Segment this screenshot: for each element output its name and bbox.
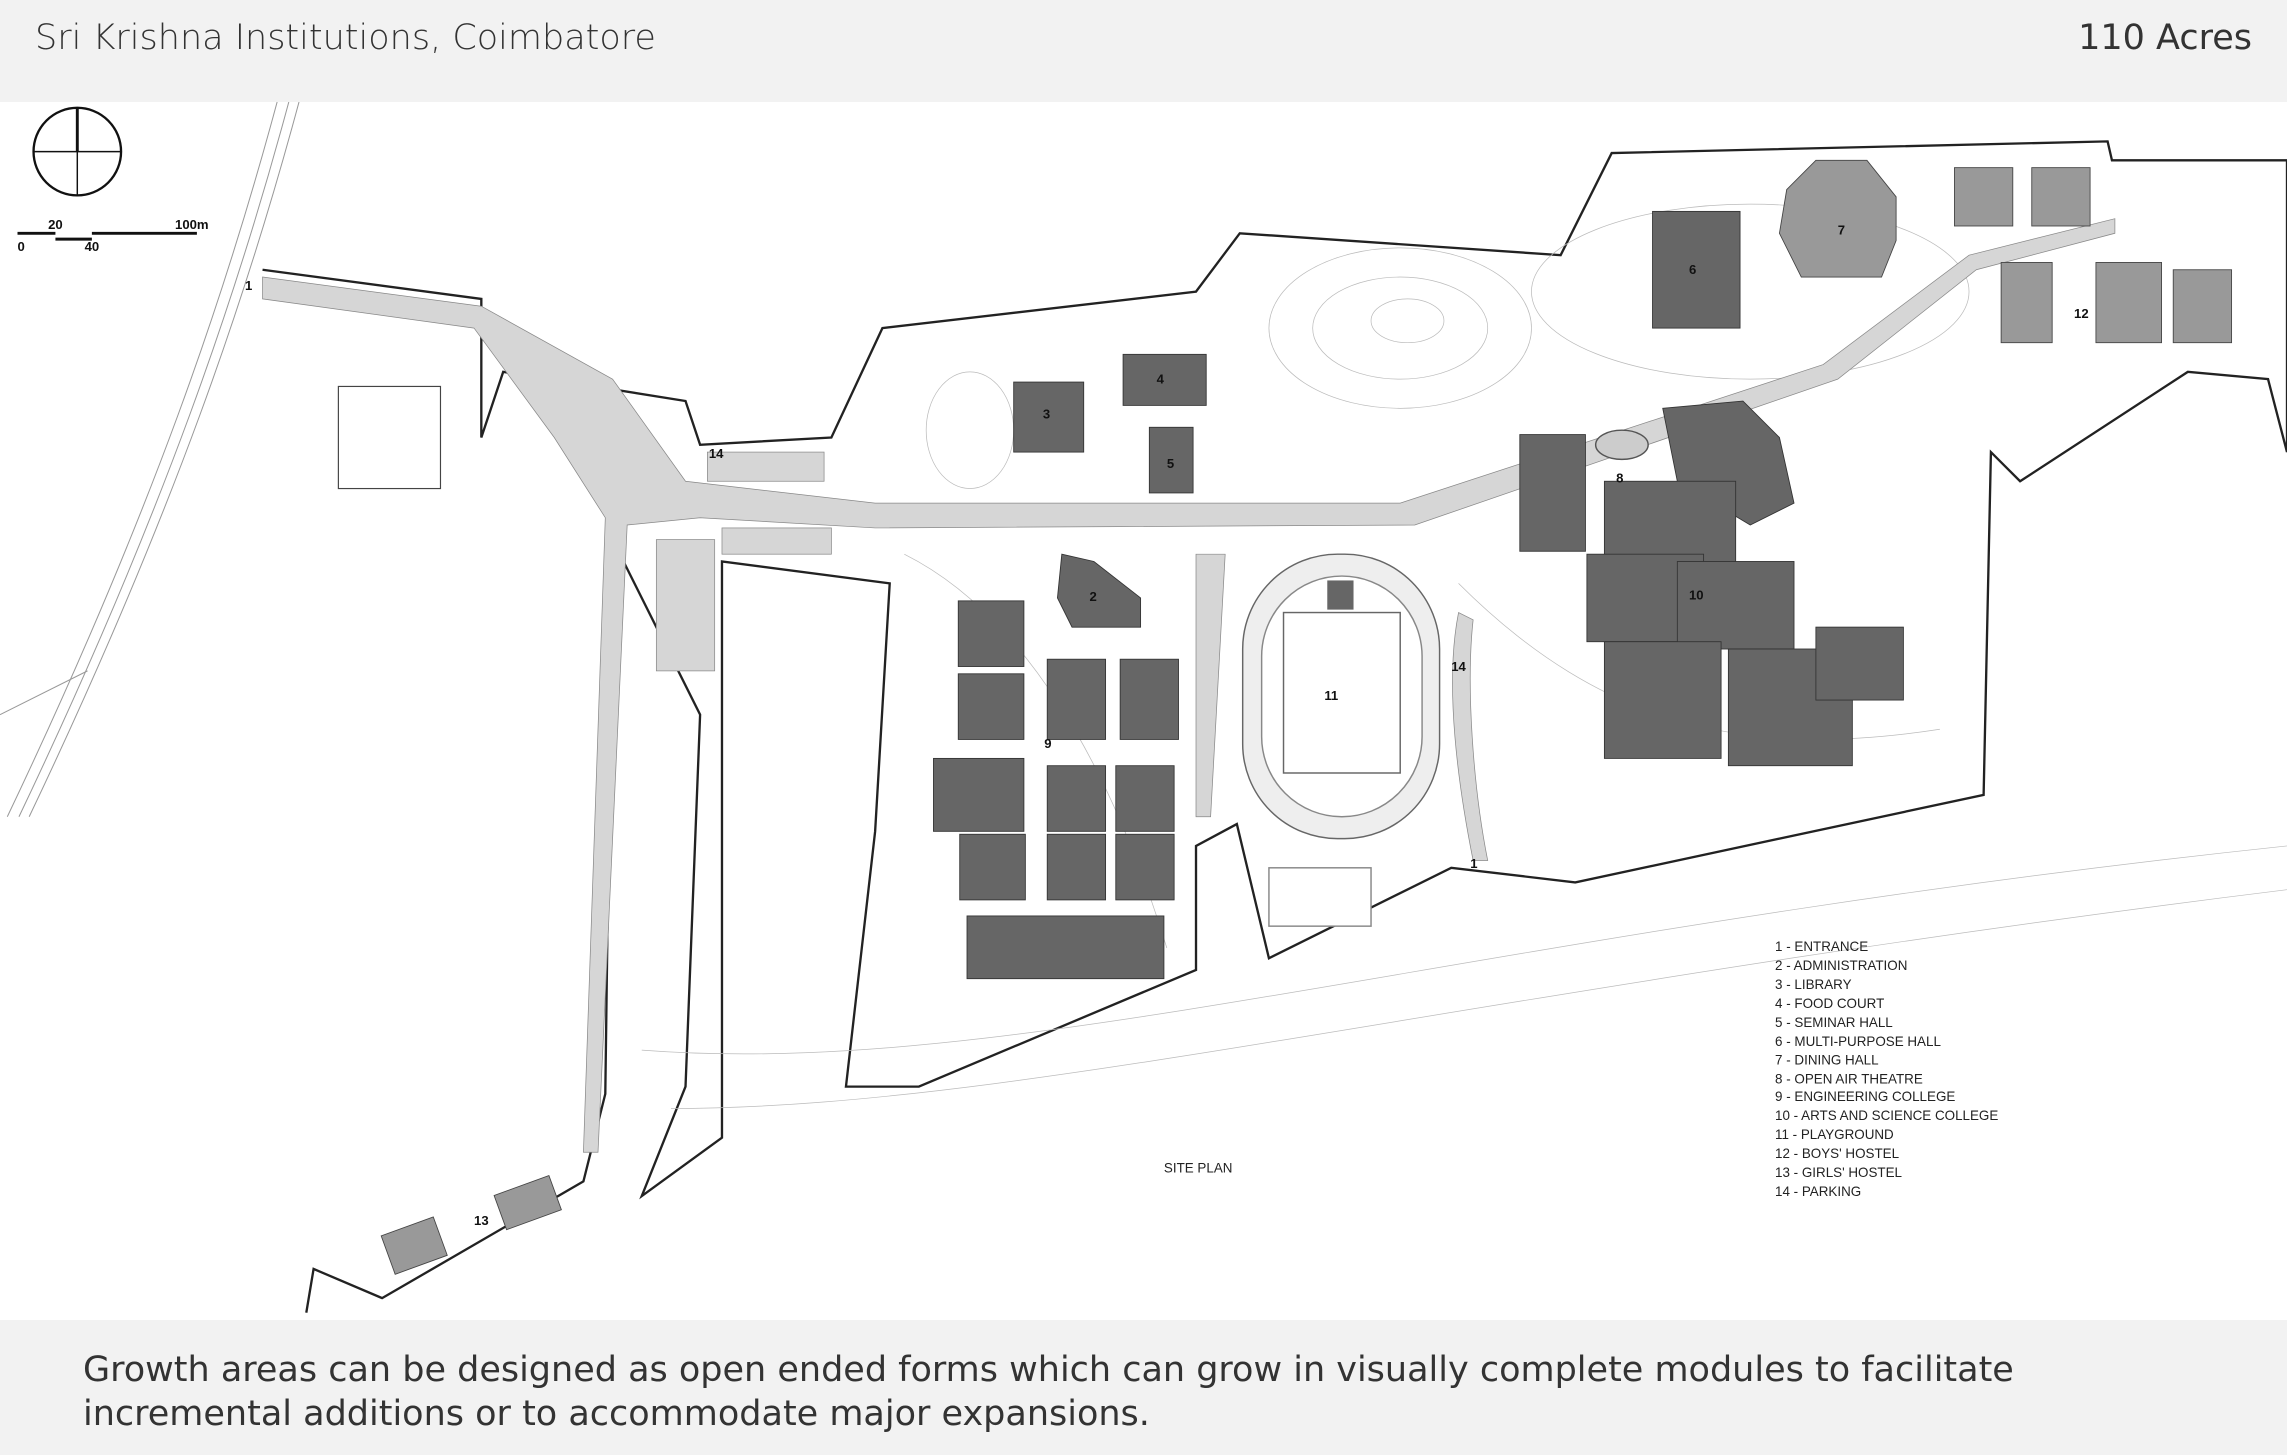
legend-item: 5 - SEMINAR HALL: [1775, 1015, 1893, 1030]
scale-label-100m: 100m: [175, 217, 209, 232]
label-open-air-theatre: 8: [1616, 471, 1623, 486]
legend-item: 4 - FOOD COURT: [1775, 996, 1884, 1011]
legend-item: 14 - PARKING: [1775, 1184, 1861, 1199]
legend-item: 3 - LIBRARY: [1775, 977, 1852, 992]
legend-item: 1 - ENTRANCE: [1775, 939, 1868, 954]
label-arts-science-college: 10: [1689, 587, 1704, 602]
label-administration: 2: [1090, 589, 1097, 604]
footer-bar: Growth areas can be designed as open end…: [0, 1320, 2287, 1455]
roads: [262, 218, 2116, 1153]
compass-north-label: N: [73, 102, 82, 104]
label-parking-1: 14: [709, 446, 724, 461]
highway: [0, 102, 300, 817]
scale-bar: 0 20 40 100m: [18, 217, 209, 254]
scale-label-0: 0: [18, 239, 25, 254]
header-bar: Sri Krishna Institutions, Coimbatore 110…: [0, 0, 2287, 102]
engineering-college-buildings: [933, 600, 1179, 980]
building-number-labels: 1 1 2 3 4 5 6 7 8 9 10 11 12 13 14 14: [245, 223, 2089, 1228]
scale-label-40: 40: [85, 239, 100, 254]
dining-hall-building: [1778, 159, 1897, 278]
label-playground: 11: [1324, 688, 1338, 703]
open-air-theatre: [1594, 429, 1649, 461]
legend-item: 13 - GIRLS' HOSTEL: [1775, 1165, 1903, 1180]
legend-item: 9 - ENGINEERING COLLEGE: [1775, 1089, 1955, 1104]
food-court-building: [1122, 353, 1207, 406]
label-library: 3: [1043, 407, 1050, 422]
site-area: 110 Acres: [2078, 18, 2252, 58]
boys-hostel-buildings: [1954, 167, 2233, 344]
girls-hostel-buildings: [380, 1174, 562, 1275]
site-boundary: [262, 140, 2287, 1313]
arts-science-college-buildings: [1519, 400, 1904, 767]
administration-building: [1056, 553, 1142, 628]
label-seminar-hall: 5: [1167, 456, 1174, 471]
legend-item: 10 - ARTS AND SCIENCE COLLEGE: [1775, 1108, 1998, 1123]
label-boys-hostel: 12: [2074, 306, 2089, 321]
label-girls-hostel: 13: [474, 1213, 489, 1228]
north-compass-icon: N: [32, 102, 123, 197]
legend-item: 12 - BOYS' HOSTEL: [1775, 1146, 1900, 1161]
scale-label-20: 20: [48, 217, 63, 232]
buildings: [337, 159, 2233, 1275]
label-multi-purpose-hall: 6: [1689, 262, 1696, 277]
label-parking-2: 14: [1451, 659, 1466, 674]
label-dining-hall: 7: [1838, 223, 1845, 238]
label-entrance-1: 1: [245, 278, 252, 293]
site-plan-label: SITE PLAN: [1164, 1161, 1233, 1176]
label-entrance-2: 1: [1470, 856, 1477, 871]
multi-purpose-hall-building: [1652, 210, 1741, 329]
library-building: [1013, 381, 1085, 453]
legend-item: 6 - MULTI-PURPOSE HALL: [1775, 1034, 1941, 1049]
seminar-hall-building: [1148, 426, 1194, 494]
label-engineering-college: 9: [1044, 736, 1051, 751]
footer-caption: Growth areas can be designed as open end…: [83, 1350, 2014, 1434]
open-plot: [337, 385, 442, 490]
legend-item: 7 - DINING HALL: [1775, 1053, 1879, 1068]
legend-item: 8 - OPEN AIR THEATRE: [1775, 1072, 1923, 1087]
legend-item: 11 - PLAYGROUND: [1775, 1127, 1894, 1142]
legend: 1 - ENTRANCE 2 - ADMINISTRATION 3 - LIBR…: [1775, 939, 1998, 1199]
playground-track: [1241, 553, 1441, 927]
label-food-court: 4: [1157, 372, 1165, 387]
legend-item: 2 - ADMINISTRATION: [1775, 958, 1907, 973]
page-title: Sri Krishna Institutions, Coimbatore: [35, 18, 656, 58]
site-plan-map: N 0 20 40 100m: [0, 102, 2287, 1313]
